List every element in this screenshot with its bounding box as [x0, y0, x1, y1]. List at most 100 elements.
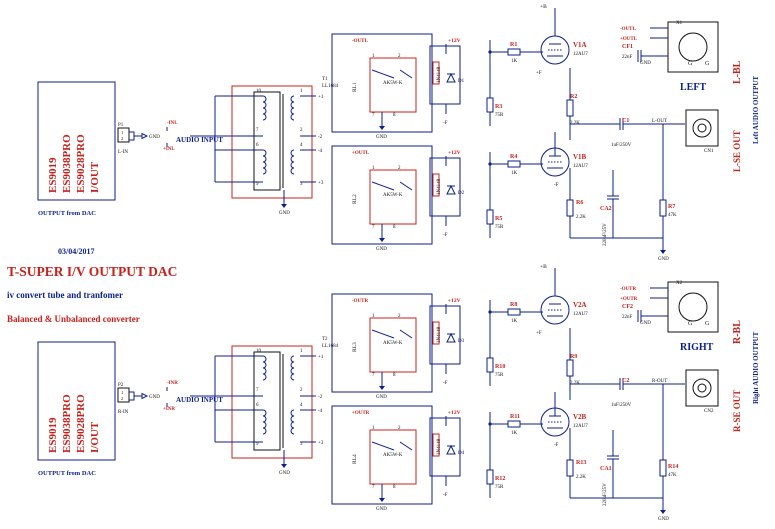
- cathode-resistor-value: 2.2K: [576, 475, 586, 480]
- anode-resistor: [566, 99, 574, 117]
- gnd-label: GND: [376, 247, 387, 252]
- transformer-net: -4: [318, 409, 323, 414]
- gnd-label: GND: [376, 507, 387, 512]
- diode-symbol-diode_a: [446, 72, 456, 83]
- pin-number: 9: [256, 442, 259, 447]
- output-resistor-ref: R7: [668, 204, 675, 210]
- input-connector-right: [117, 387, 130, 403]
- pin-number: 8: [393, 225, 396, 230]
- transformer-ref: T2: [322, 337, 328, 342]
- filament-label: -F: [443, 233, 448, 238]
- diode-ref: D3: [458, 339, 465, 344]
- diode-part: 1N4148: [437, 438, 442, 455]
- load-resistor-ref: R3: [495, 104, 502, 110]
- xlr-output-label: R-BL: [732, 320, 743, 344]
- subtitle-line-2: Balanced & Unbalanced converter: [7, 314, 140, 324]
- xlr-pin-g: G: [705, 61, 710, 67]
- supply-12v-label: +12V: [448, 410, 461, 416]
- channel-output-label: Right AUDIO OUTPUT: [752, 331, 760, 404]
- schematic-title: T-SUPER I/V OUTPUT DAC: [7, 264, 177, 279]
- relay-ref: RL2: [352, 194, 358, 204]
- connector-pin: 2: [121, 136, 123, 141]
- transformer-secondary-top: [290, 355, 295, 381]
- relay-output-label: -OUTL: [352, 39, 369, 44]
- coil-turn: [290, 409, 295, 417]
- output-cap-value: 1uF/250V: [611, 403, 632, 408]
- gnd-net-label: GND: [149, 135, 160, 140]
- cathode-cap-ref: CA1: [600, 466, 612, 472]
- coil-turn: [290, 421, 295, 429]
- pin-number: 8: [393, 485, 396, 490]
- transformer-outline: [231, 85, 313, 199]
- tube-model: 12AU7: [573, 52, 588, 57]
- xlr-ref: X2: [676, 281, 683, 286]
- pin-number: 2: [398, 314, 401, 319]
- grid-resistor-ref: R11: [510, 414, 520, 420]
- input-minus-label: -INR: [167, 381, 178, 386]
- relay-output-label: -OUTR: [352, 299, 369, 304]
- pin-number: 2: [398, 166, 401, 171]
- coil-turn: [262, 415, 267, 423]
- pin-number: 7: [372, 485, 375, 490]
- ground-triangle: [281, 204, 287, 208]
- coil-turn: [262, 373, 267, 381]
- diode-box: [429, 305, 461, 365]
- filament-label: -F: [443, 493, 448, 498]
- connector-pin: 2: [121, 396, 123, 401]
- grid-resistor-ref: R1: [510, 42, 517, 48]
- tube-model: 12AU7: [573, 424, 588, 429]
- grid-resistor-r_grid_b: [507, 160, 521, 168]
- cathode-resistor: [566, 459, 574, 477]
- filament-label: -F: [443, 121, 448, 126]
- grid-resistor-ref: R8: [510, 302, 517, 308]
- transformer-model: LL1684: [322, 344, 339, 349]
- pin-number: 7: [256, 388, 259, 393]
- transformer-net: -2: [318, 395, 323, 400]
- diode-symbol-diode_a: [446, 332, 456, 343]
- gnd-label: GND: [279, 471, 290, 476]
- diode-part: 1N4148: [437, 66, 442, 83]
- input-connector-ref: P1: [118, 123, 124, 128]
- arrow: [141, 132, 149, 140]
- output-cap-ref: C1: [622, 118, 629, 124]
- input-connector-name: R-IN: [118, 410, 129, 415]
- gnd-net-label: GND: [149, 395, 160, 400]
- transformer-secondary-top: [290, 95, 295, 121]
- supply-12v-label: +12V: [448, 150, 461, 156]
- junction-dot: [488, 162, 492, 166]
- relay-body-relay_a: [369, 57, 417, 113]
- coil-turn: [262, 155, 267, 163]
- load-resistor-r_load_b: [486, 209, 494, 225]
- relay-ref: RL1: [352, 82, 358, 92]
- load-resistor-r_load_a: [486, 357, 494, 373]
- ground-symbol: GND: [658, 506, 669, 522]
- diode-box: [429, 417, 461, 477]
- transformer-core-frame: [253, 351, 281, 451]
- xlr-cap-ref: CF1: [622, 44, 633, 50]
- coil-turn: [290, 167, 295, 175]
- dac-box-line2: ES9038PRO: [61, 134, 73, 193]
- load-resistor-value: 75R: [495, 485, 504, 490]
- relay-contact: [399, 329, 413, 339]
- xlr-connector-left: [667, 21, 719, 73]
- filament-label: -F: [554, 183, 559, 188]
- relay-coil: [432, 321, 440, 345]
- coil-turn: [290, 95, 295, 103]
- supply-12v-label: +12V: [448, 298, 461, 304]
- relay-ref: RL3: [352, 342, 358, 352]
- junction-dot: [488, 422, 492, 426]
- cathode-resistor-value: 2.2K: [576, 215, 586, 220]
- pin-number: 7: [372, 113, 375, 118]
- se-jack-ref: CN1: [704, 149, 714, 154]
- ground-symbol: [379, 234, 385, 242]
- connector-pin: 1: [121, 390, 123, 395]
- cathode-cap-value: 220uF/25V: [603, 223, 608, 246]
- relay-body-relay_b: [369, 429, 417, 485]
- cathode-cap-ref: CA2: [600, 206, 612, 212]
- output-resistor-value: 47K: [668, 473, 677, 478]
- audio-input-label: AUDIO INPUT: [176, 396, 223, 404]
- coil-turn: [262, 101, 267, 109]
- tube-ref: V1A: [573, 41, 587, 49]
- relay-contact: [371, 441, 395, 451]
